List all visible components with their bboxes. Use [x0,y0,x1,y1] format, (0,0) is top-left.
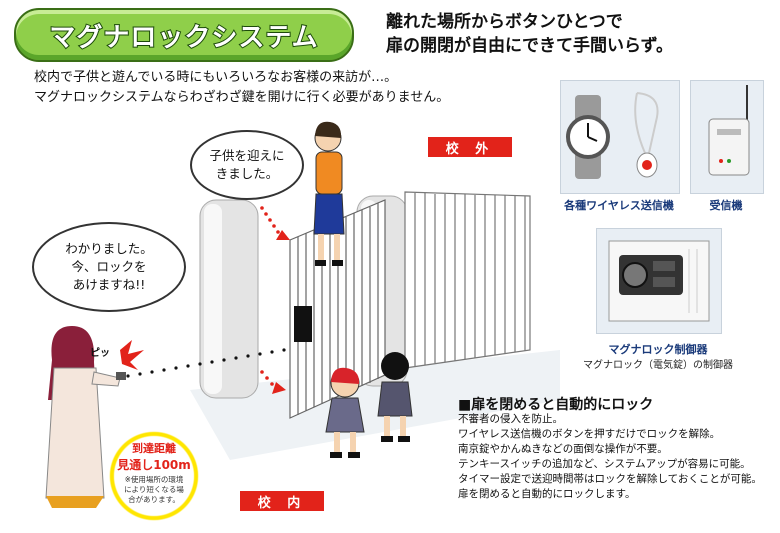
intro-text: 校内で子供と遊んでいる時にもいろいろなお客様の来訪が…。 マグナロックシステムな… [34,68,554,108]
visitor-speech-bubble: 子供を迎えに きました。 [190,130,304,200]
range-title: 到達距離 [132,442,176,455]
beep-flash-icon [120,340,144,370]
watch-transmitter-icon [566,95,610,179]
ground-shadow [190,350,560,460]
range-note-1: ※使用場所の環境 [124,475,184,484]
feature-item: 南京錠やかんぬきなどの面倒な操作が不要。 [458,443,668,455]
range-badge: 到達距離 見通し100m ※使用場所の環境 により短くなる場 合があります。 [106,428,202,524]
feature-title: ■扉を閉めると自動的にロック [458,397,654,413]
feature-item: タイマー設定で送迎時間帯はロックを解除しておくことが可能。 [458,473,762,485]
teacher-speech-line-2: 今、ロックを [71,259,147,274]
label-inside: 校 内 [240,491,324,511]
receiver-caption: 受信機 [709,199,743,212]
fixed-fence [404,191,531,369]
tagline: 離れた場所からボタンひとつで 扉の開閉が自由にできて手間いらず。 [386,10,766,58]
feature-item: テンキースイッチの追加など、システムアップが容易に可能。 [458,458,751,470]
feature-item: ワイヤレス送信機のボタンを押すだけでロックを解除。 [458,428,721,440]
title-banner: マグナロックシステム [14,8,354,62]
transmitter-caption: 各種ワイヤレス送信機 [564,199,674,212]
gate-arrow-lower [260,370,286,394]
beep-text: ピッ [90,348,110,359]
receiver-image [690,80,764,194]
child-figure-left [325,367,365,458]
controller-caption: マグナロック制御器 [608,343,708,356]
teacher-figure [45,326,126,508]
receiver-icon [708,85,750,176]
tagline-line-2: 扉の開閉が自由にできて手間いらず。 [386,36,673,56]
teacher-speech-line-1: わかりました。 [65,241,153,256]
label-outside: 校 外 [428,137,512,157]
visitor-speech-line-1: 子供を迎えに [209,148,285,163]
feature-item: 不審者の侵入を防止。 [458,413,563,425]
child-figure-right [377,352,413,442]
range-value: 見通し100m [117,458,191,472]
transmitter-image [560,80,680,194]
magnalock-box [294,306,312,342]
range-note-2: により短くなる場 [124,485,184,494]
range-note-3: 合があります。 [128,495,180,504]
controller-icon [608,240,710,322]
signal-line [126,348,286,378]
visitor-speech-line-2: きました。 [215,166,279,181]
controller-image [596,228,722,334]
visitor-figure [313,121,345,266]
tagline-line-1: 離れた場所からボタンひとつで [386,12,623,32]
controller-subcaption: マグナロック（電気錠）の制御器 [583,360,733,371]
teacher-speech-line-3: あけますね!! [72,277,146,292]
feature-list: 不審者の侵入を防止。 ワイヤレス送信機のボタンを押すだけでロックを解除。 南京錠… [458,412,776,502]
feature-item: 扉を閉めると自動的にロックします。 [458,488,636,500]
page-title: マグナロックシステム [48,22,319,54]
gate-arrow-upper [260,206,290,240]
teacher-speech-bubble: わかりました。 今、ロックを あけますね!! [32,222,186,312]
gate-illustration [45,121,560,508]
intro-line-1: 校内で子供と遊んでいる時にもいろいろなお客様の来訪が…。 [34,70,398,85]
pendant-transmitter-icon [634,92,659,178]
intro-line-2: マグナロックシステムならわざわざ鍵を開けに行く必要がありません。 [34,90,450,105]
